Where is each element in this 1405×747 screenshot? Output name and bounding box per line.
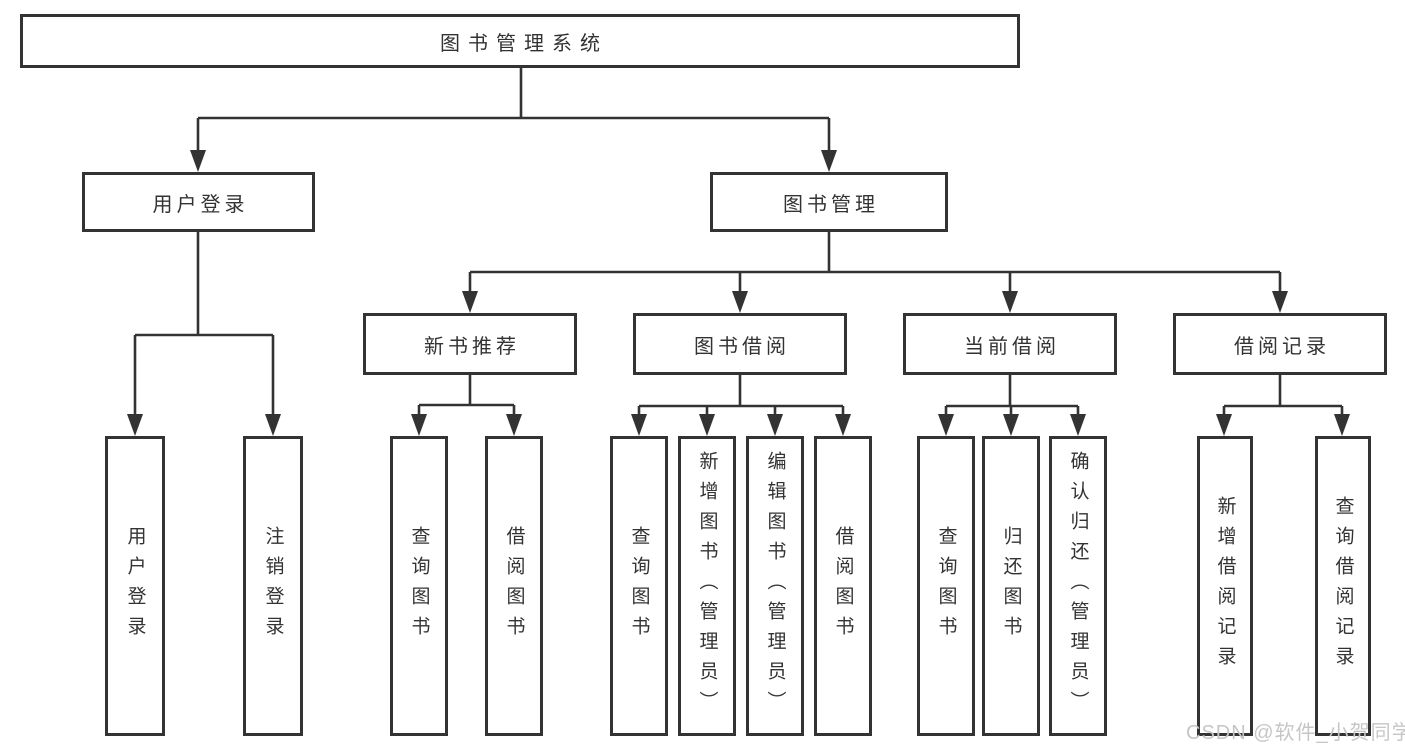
node-user-login: 用户登录 <box>82 172 315 232</box>
node-label: 注销登录 <box>262 526 284 646</box>
connector-userlogin-to-leaves <box>127 232 281 436</box>
node-book-borrow: 图书借阅 <box>633 313 847 375</box>
leaf-add-books-admin: 新增图书（管理员） <box>678 436 736 736</box>
node-label: 图书借阅 <box>694 335 790 358</box>
leaf-query-books-2: 查询图书 <box>610 436 668 736</box>
node-current-borrow: 当前借阅 <box>903 313 1117 375</box>
connector-records-to-leaves <box>1216 375 1350 436</box>
node-book-management: 图书管理 <box>710 172 948 232</box>
node-label: 查询图书 <box>408 526 430 646</box>
connector-borrow-to-leaves <box>631 375 851 436</box>
leaf-return-books: 归还图书 <box>982 436 1040 736</box>
csdn-watermark: CSDN @软件_小贺同学 <box>1186 722 1405 744</box>
leaf-add-borrow-record: 新增借阅记录 <box>1197 436 1253 736</box>
arrow-down-icon <box>732 291 748 313</box>
arrow-down-icon <box>506 414 522 436</box>
connector-bookmgmt-to-level3 <box>462 232 1288 313</box>
node-label: 新书推荐 <box>424 335 520 358</box>
leaf-query-borrow-record: 查询借阅记录 <box>1315 436 1371 736</box>
node-label: 编辑图书（管理员） <box>764 451 786 721</box>
node-label: 借阅图书 <box>832 526 854 646</box>
node-label: 用户登录 <box>152 193 249 216</box>
leaf-query-books-1: 查询图书 <box>390 436 448 736</box>
connector-root-to-level2 <box>190 68 837 172</box>
node-root-library-system: 图书管理系统 <box>20 14 1020 68</box>
arrow-down-icon <box>462 291 478 313</box>
arrow-down-icon <box>127 414 143 436</box>
leaf-borrow-books-2: 借阅图书 <box>814 436 872 736</box>
arrow-down-icon <box>835 414 851 436</box>
leaf-borrow-books-1: 借阅图书 <box>485 436 543 736</box>
node-label: 新增借阅记录 <box>1214 496 1236 676</box>
arrow-down-icon <box>190 150 206 172</box>
leaf-query-books-3: 查询图书 <box>917 436 975 736</box>
arrow-down-icon <box>1003 414 1019 436</box>
connector-newbooks-to-leaves <box>411 375 522 436</box>
node-label: 确认归还（管理员） <box>1067 451 1089 721</box>
node-new-book-recommend: 新书推荐 <box>363 313 577 375</box>
node-label: 当前借阅 <box>964 335 1060 358</box>
arrow-down-icon <box>699 414 715 436</box>
arrow-down-icon <box>1070 414 1086 436</box>
leaf-confirm-return-admin: 确认归还（管理员） <box>1049 436 1107 736</box>
node-label: 新增图书（管理员） <box>696 451 718 721</box>
leaf-user-login: 用户登录 <box>105 436 165 736</box>
arrow-down-icon <box>938 414 954 436</box>
arrow-down-icon <box>1216 414 1232 436</box>
node-borrow-records: 借阅记录 <box>1173 313 1387 375</box>
node-label: 图书管理 <box>783 193 879 216</box>
node-label: 借阅记录 <box>1234 335 1330 358</box>
arrow-down-icon <box>411 414 427 436</box>
node-label: 用户登录 <box>124 526 146 646</box>
node-label: 查询图书 <box>628 526 650 646</box>
arrow-down-icon <box>1272 291 1288 313</box>
arrow-down-icon <box>1334 414 1350 436</box>
node-label: 图书管理系统 <box>440 32 608 55</box>
arrow-down-icon <box>767 414 783 436</box>
leaf-logout: 注销登录 <box>243 436 303 736</box>
leaf-edit-books-admin: 编辑图书（管理员） <box>746 436 804 736</box>
arrow-down-icon <box>265 414 281 436</box>
node-label: 归还图书 <box>1000 526 1022 646</box>
arrow-down-icon <box>821 150 837 172</box>
node-label: 查询图书 <box>935 526 957 646</box>
node-label: 查询借阅记录 <box>1332 496 1354 676</box>
arrow-down-icon <box>1002 291 1018 313</box>
arrow-down-icon <box>631 414 647 436</box>
node-label: 借阅图书 <box>503 526 525 646</box>
connector-current-to-leaves <box>938 375 1086 436</box>
